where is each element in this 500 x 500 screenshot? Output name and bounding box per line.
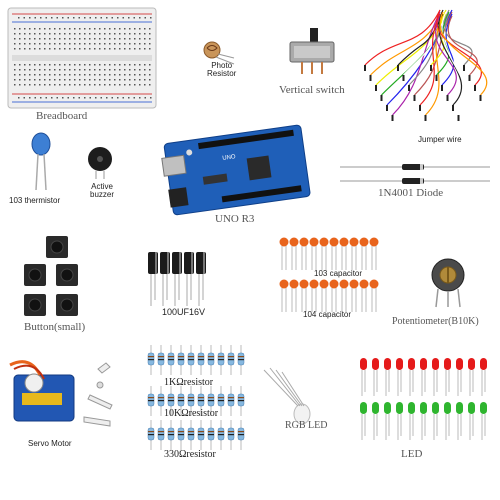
capacitor-103-label: 103 capacitor: [314, 269, 363, 278]
potentiometer-label: Potentiometer(B10K): [392, 316, 479, 327]
thermistor-label: 103 thermistor: [9, 196, 61, 205]
active-buzzer-image: [88, 147, 112, 179]
led-label: LED: [401, 448, 423, 460]
photo-resistor-label: Photo Resistor: [207, 61, 237, 78]
diode-label: 1N4001 Diode: [378, 187, 444, 199]
capacitors-104-image: [279, 279, 379, 312]
rgb-led-image: [263, 367, 311, 425]
jumper-wire-image: [364, 9, 488, 121]
resistor-1k-label: 1KΩresistor: [164, 377, 214, 388]
capacitor-100uf-label: 100UF16V: [162, 307, 206, 317]
rgb-led-label: RGB LED: [285, 420, 328, 431]
breadboard: [7, 7, 157, 109]
resistor-10k-label: 10KΩresistor: [164, 408, 219, 419]
jumper-wire-label: Jumper wire: [418, 135, 462, 144]
vertical-switch-label: Vertical switch: [279, 84, 345, 96]
svg-text:UNO: UNO: [222, 154, 236, 162]
servo-motor-image: [9, 360, 113, 427]
potentiometer-image: [431, 258, 465, 308]
vertical-switch-image: [289, 28, 335, 74]
photo-resistor-image: [203, 41, 235, 65]
electrolytic-capacitors-image: [148, 252, 206, 306]
breadboard-image: [7, 7, 157, 109]
diode-image: [340, 164, 490, 184]
buttons-image: [24, 236, 78, 316]
resistors-10k-image: [147, 386, 245, 416]
thermistor-image: [31, 132, 51, 191]
breadboard-label: Breadboard: [36, 110, 88, 122]
resistors-1k-image: [147, 345, 245, 375]
uno-label: UNO R3: [215, 213, 255, 225]
resistors-330-image: [147, 420, 245, 450]
capacitors-103-image: [279, 237, 379, 270]
servo-motor-label: Servo Motor: [28, 439, 72, 448]
capacitor-104-label: 104 capacitor: [303, 310, 352, 319]
resistor-330-label: 330Ωresistor: [164, 449, 216, 460]
leds-image: [360, 358, 487, 440]
button-label: Button(small): [24, 321, 86, 333]
active-buzzer-label: Active buzzer: [90, 182, 115, 199]
uno-board-image: UNO: [161, 124, 311, 216]
